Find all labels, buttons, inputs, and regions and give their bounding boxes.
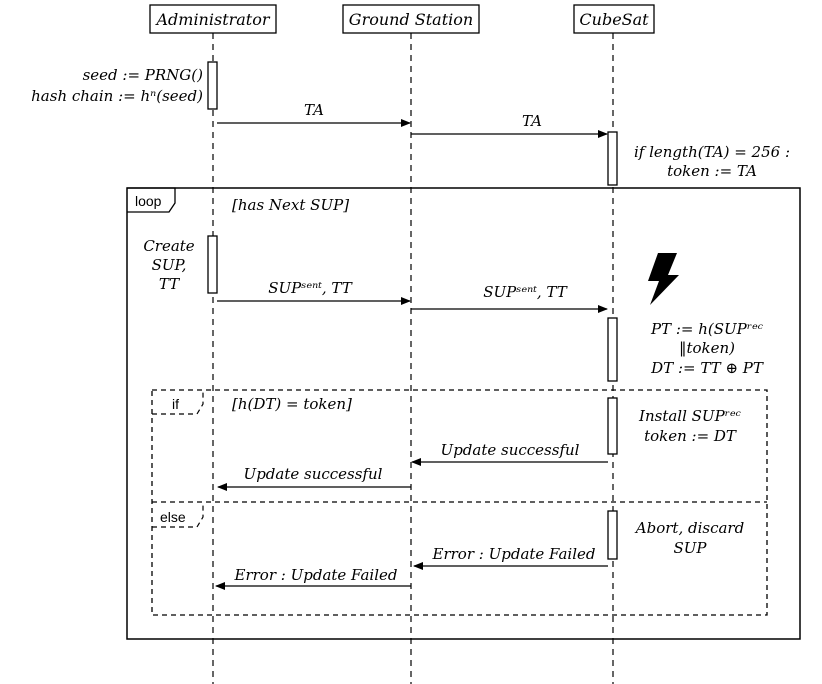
message-sup-2: SUPˢᵉⁿᵗ, TT	[411, 283, 608, 313]
message-label: TA	[304, 101, 324, 119]
note-create: Create	[143, 237, 194, 255]
participant-label: Administrator	[154, 10, 270, 29]
activation-cubesat-4	[607, 510, 618, 560]
loop-guard: [has Next SUP]	[232, 196, 349, 214]
loop-label: loop	[135, 193, 162, 209]
message-error-2: Error : Update Failed	[215, 566, 411, 590]
participant-label: Ground Station	[349, 10, 473, 29]
message-error-1: Error : Update Failed	[413, 545, 608, 570]
note-compute-pt: PT := h(SUPʳᵉᶜ	[650, 320, 763, 338]
loop-fragment: loop [has Next SUP]	[126, 187, 801, 640]
message-update-successful-1: Update successful	[411, 441, 608, 466]
else-label: else	[160, 509, 186, 525]
note-create-tt: TT	[159, 275, 180, 293]
message-label: Error : Update Failed	[234, 566, 398, 584]
alt-fragment: if [h(DT) = token] else	[151, 389, 768, 616]
note-create-sup: SUP,	[152, 256, 187, 274]
note-token-update: token := DT	[644, 427, 737, 445]
note-length-check: if length(TA) = 256 :	[634, 143, 790, 161]
message-ta-1: TA	[217, 101, 411, 127]
note-token-assign: token := TA	[667, 162, 757, 180]
lightning-bolt-icon	[648, 253, 679, 305]
activation-admin-1	[207, 61, 218, 110]
message-label: TA	[522, 112, 542, 130]
note-abort: Abort, discard	[634, 519, 744, 537]
note-compute-dt: DT := TT ⊕ PT	[650, 359, 764, 377]
message-label: Update successful	[441, 441, 580, 459]
participant-administrator: Administrator	[149, 4, 277, 34]
participant-ground-station: Ground Station	[342, 4, 480, 34]
participant-label: CubeSat	[579, 10, 649, 29]
activation-admin-2	[207, 235, 218, 294]
message-ta-2: TA	[411, 112, 608, 138]
if-guard: [h(DT) = token]	[232, 395, 352, 413]
message-label: Error : Update Failed	[432, 545, 596, 563]
note-compute-token: ‖token)	[679, 339, 735, 357]
activation-cubesat-2	[607, 317, 618, 382]
participant-cubesat: CubeSat	[573, 4, 655, 34]
message-label: SUPˢᵉⁿᵗ, TT	[268, 279, 352, 297]
note-abort-sup: SUP	[673, 539, 707, 557]
message-sup-1: SUPˢᵉⁿᵗ, TT	[217, 279, 411, 305]
note-hash-chain: hash chain := hⁿ(seed)	[31, 87, 203, 105]
message-label: SUPˢᵉⁿᵗ, TT	[483, 283, 567, 301]
if-label: if	[172, 396, 179, 412]
activation-cubesat-3	[607, 397, 618, 455]
note-seed: seed := PRNG()	[83, 66, 204, 84]
activation-cubesat-1	[607, 131, 618, 186]
message-label: Update successful	[244, 465, 383, 483]
message-update-successful-2: Update successful	[217, 465, 411, 491]
note-install: Install SUPʳᵉᶜ	[638, 407, 741, 425]
